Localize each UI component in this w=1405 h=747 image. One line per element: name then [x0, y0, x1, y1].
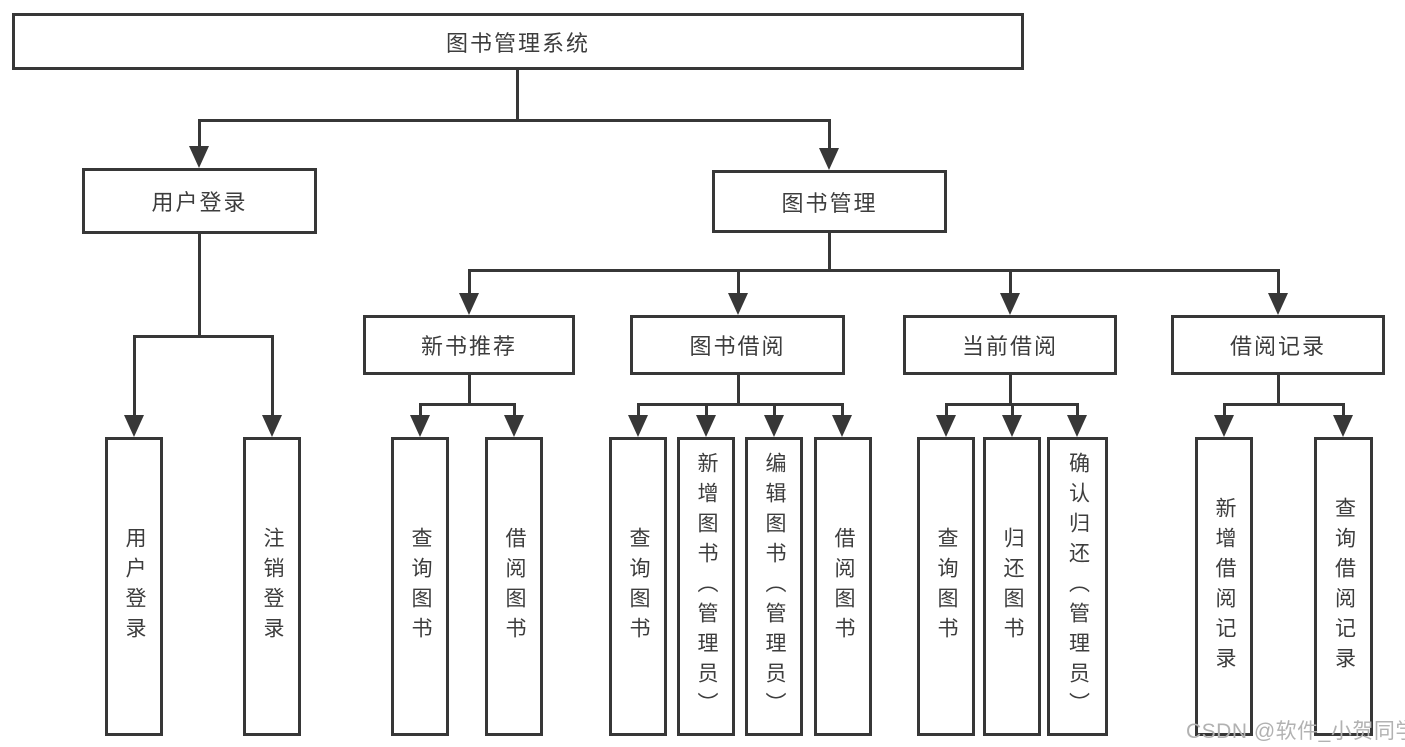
- arrowhead-icon: [628, 415, 648, 437]
- connector-line: [198, 233, 201, 338]
- connector-line: [516, 69, 519, 120]
- leaf-logout-label: 注销登录: [261, 526, 284, 647]
- arrowhead-icon: [189, 146, 209, 168]
- leaf-current-query-books-label: 查询图书: [935, 526, 958, 647]
- arrowhead-icon: [936, 415, 956, 437]
- node-current-borrowing: 当前借阅: [903, 315, 1117, 375]
- leaf-records-query-record-label: 查询借阅记录: [1332, 496, 1356, 677]
- connector-line: [637, 403, 640, 417]
- leaf-current-confirm-return-admin: 确认归还（管理员）: [1047, 437, 1108, 736]
- connector-line: [1009, 375, 1012, 406]
- connector-line: [419, 403, 516, 406]
- arrowhead-icon: [124, 415, 144, 437]
- connector-line: [1076, 403, 1079, 417]
- leaf-recommend-query-books: 查询图书: [391, 437, 449, 736]
- leaf-recommend-query-books-label: 查询图书: [409, 526, 432, 647]
- connector-line: [1277, 269, 1280, 297]
- leaf-borrowing-add-books-admin: 新增图书（管理员）: [677, 437, 735, 736]
- connector-line: [705, 403, 708, 417]
- node-current-borrowing-label: 当前借阅: [961, 334, 1058, 359]
- leaf-recommend-borrow-books-label: 借阅图书: [503, 526, 526, 647]
- arrowhead-icon: [1214, 415, 1234, 437]
- leaf-current-query-books: 查询图书: [917, 437, 975, 736]
- connector-line: [133, 335, 136, 417]
- connector-line: [1342, 403, 1345, 417]
- arrowhead-icon: [1268, 293, 1288, 315]
- connector-line: [1011, 403, 1014, 417]
- connector-line: [773, 403, 776, 417]
- arrowhead-icon: [1067, 415, 1087, 437]
- arrowhead-icon: [1333, 415, 1353, 437]
- leaf-user-login: 用户登录: [105, 437, 163, 736]
- node-book-borrowing-label: 图书借阅: [689, 334, 786, 359]
- arrowhead-icon: [1000, 293, 1020, 315]
- node-root: 图书管理系统: [12, 13, 1024, 70]
- leaf-borrowing-borrow-books-label: 借阅图书: [832, 526, 855, 647]
- leaf-borrowing-borrow-books: 借阅图书: [814, 437, 872, 736]
- node-user-login-label: 用户登录: [151, 190, 248, 215]
- leaf-current-return-books: 归还图书: [983, 437, 1041, 736]
- arrowhead-icon: [410, 415, 430, 437]
- connector-line: [1009, 269, 1012, 297]
- node-book-management-label: 图书管理: [781, 190, 878, 216]
- connector-line: [1277, 375, 1280, 406]
- arrowhead-icon: [764, 415, 784, 437]
- leaf-recommend-borrow-books: 借阅图书: [485, 437, 543, 736]
- node-borrowing-records-label: 借阅记录: [1229, 334, 1326, 359]
- connector-line: [945, 403, 948, 417]
- node-borrowing-records: 借阅记录: [1171, 315, 1385, 375]
- connector-line: [468, 375, 471, 406]
- connector-line: [133, 335, 274, 338]
- arrowhead-icon: [459, 293, 479, 315]
- leaf-current-confirm-return-admin-label: 确认归还（管理员）: [1066, 451, 1090, 722]
- arrowhead-icon: [1002, 415, 1022, 437]
- node-new-book-recommend-label: 新书推荐: [420, 334, 517, 359]
- connector-line: [828, 233, 831, 272]
- connector-line: [419, 403, 422, 417]
- leaf-borrowing-query-books-label: 查询图书: [627, 526, 650, 647]
- arrowhead-icon: [728, 293, 748, 315]
- leaf-records-query-record: 查询借阅记录: [1314, 437, 1373, 736]
- node-book-management: 图书管理: [712, 170, 947, 233]
- leaf-current-return-books-label: 归还图书: [1001, 526, 1024, 647]
- connector-line: [637, 403, 844, 406]
- csdn-watermark: CSDN @软件_小贺同学: [1186, 720, 1405, 743]
- connector-line: [737, 375, 740, 406]
- connector-line: [468, 269, 471, 297]
- connector-line: [737, 269, 740, 297]
- connector-line: [198, 119, 201, 149]
- leaf-borrowing-edit-books-admin: 编辑图书（管理员）: [745, 437, 803, 736]
- arrowhead-icon: [819, 148, 839, 170]
- connector-line: [271, 335, 274, 417]
- connector-line: [841, 403, 844, 417]
- leaf-records-add-record: 新增借阅记录: [1195, 437, 1253, 736]
- node-book-borrowing: 图书借阅: [630, 315, 845, 375]
- arrowhead-icon: [832, 415, 852, 437]
- connector-line: [468, 269, 1279, 272]
- node-user-login: 用户登录: [82, 168, 317, 234]
- leaf-borrowing-edit-books-admin-label: 编辑图书（管理员）: [763, 451, 786, 722]
- leaf-borrowing-add-books-admin-label: 新增图书（管理员）: [695, 451, 718, 722]
- arrowhead-icon: [262, 415, 282, 437]
- leaf-records-add-record-label: 新增借阅记录: [1213, 496, 1236, 677]
- connector-line: [828, 119, 831, 151]
- arrowhead-icon: [696, 415, 716, 437]
- node-root-label: 图书管理系统: [445, 30, 590, 56]
- connector-line: [1223, 403, 1226, 417]
- node-new-book-recommend: 新书推荐: [363, 315, 575, 375]
- leaf-logout: 注销登录: [243, 437, 301, 736]
- arrowhead-icon: [504, 415, 524, 437]
- connector-line: [513, 403, 516, 417]
- connector-line: [198, 119, 831, 122]
- leaf-user-login-label: 用户登录: [123, 526, 146, 647]
- connector-line: [1223, 403, 1344, 406]
- leaf-borrowing-query-books: 查询图书: [609, 437, 667, 736]
